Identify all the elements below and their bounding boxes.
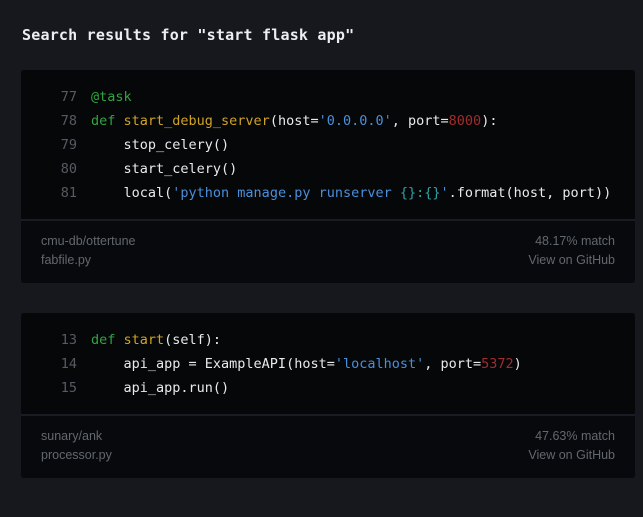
view-on-github-link[interactable]: View on GitHub (528, 253, 615, 267)
code-text: api_app = ExampleAPI(host='localhost', p… (91, 356, 522, 372)
line-number: 15 (60, 380, 77, 396)
page-title: Search results for "start flask app" (22, 26, 355, 44)
code-line: 80 start_celery() (21, 157, 635, 181)
line-number: 77 (60, 89, 77, 105)
repo-name: cmu-db/ottertune (41, 234, 136, 248)
line-number: 78 (60, 113, 77, 129)
result-meta: cmu-db/ottertune fabfile.py 48.17% match… (21, 219, 635, 283)
match-percentage: 48.17% match (535, 234, 615, 248)
result-source: cmu-db/ottertune fabfile.py (41, 232, 136, 270)
results-list: 77 @task 78 def start_debug_server(host='0.… (0, 70, 643, 478)
match-percentage: 47.63% match (535, 429, 615, 443)
result-meta: sunary/ank processor.py 47.63% match Vie… (21, 414, 635, 478)
result-card: 77 @task 78 def start_debug_server(host='0.… (21, 70, 635, 283)
line-number: 13 (60, 332, 77, 348)
result-actions: 47.63% match View on GitHub (528, 427, 615, 465)
code-text: stop_celery() (91, 137, 230, 153)
view-on-github-link[interactable]: View on GitHub (528, 448, 615, 462)
code-text: def start_debug_server(host='0.0.0.0', p… (91, 113, 498, 129)
code-line: 78 def start_debug_server(host='0.0.0.0',… (21, 109, 635, 133)
line-number: 14 (60, 356, 77, 372)
code-line: 13 def start(self): (21, 328, 635, 352)
code-line: 14 api_app = ExampleAPI(host='localhost'… (21, 352, 635, 376)
file-name: processor.py (41, 448, 112, 462)
line-number: 80 (60, 161, 77, 177)
code-line: 77 @task (21, 85, 635, 109)
code-text: api_app.run() (91, 380, 230, 396)
result-card: 13 def start(self): 14 api_app = ExampleAP… (21, 313, 635, 478)
code-text: @task (91, 89, 132, 105)
repo-name: sunary/ank (41, 429, 103, 443)
result-source: sunary/ank processor.py (41, 427, 112, 465)
line-number: 81 (60, 185, 77, 201)
line-number: 79 (60, 137, 77, 153)
result-actions: 48.17% match View on GitHub (528, 232, 615, 270)
code-text: local('python manage.py runserver {}:{}'… (91, 185, 612, 201)
code-snippet: 77 @task 78 def start_debug_server(host='0.… (21, 70, 635, 219)
code-snippet: 13 def start(self): 14 api_app = ExampleAP… (21, 313, 635, 414)
file-name: fabfile.py (41, 253, 92, 267)
code-line: 79 stop_celery() (21, 133, 635, 157)
code-line: 81 local('python manage.py runserver {}:… (21, 181, 635, 205)
code-text: def start(self): (91, 332, 222, 348)
code-line: 15 api_app.run() (21, 376, 635, 400)
code-text: start_celery() (91, 161, 238, 177)
